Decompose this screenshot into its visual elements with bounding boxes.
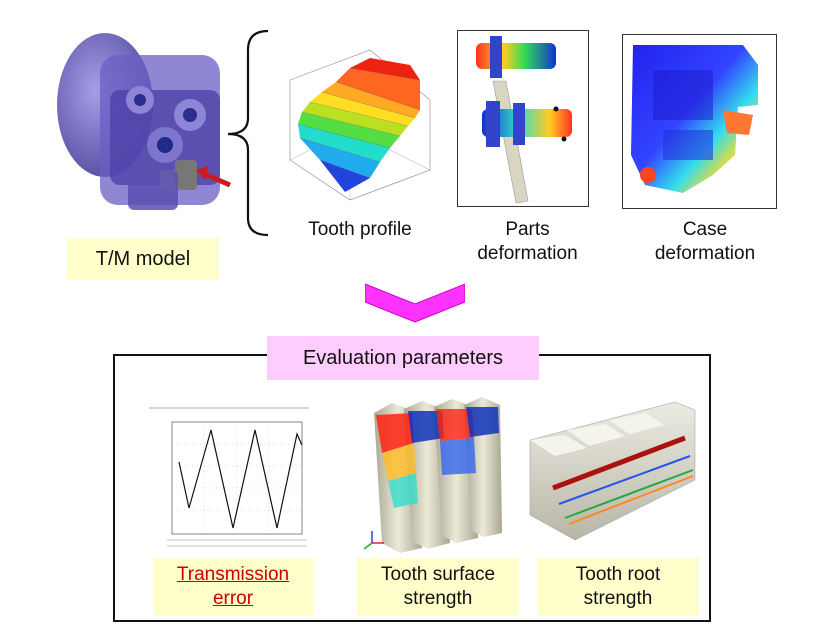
- chevron-down-icon: [365, 282, 465, 324]
- case-label-line1: Case: [682, 219, 728, 240]
- transmission-error-link-line1[interactable]: Transmission: [176, 564, 290, 585]
- tm-model-label: T/M model: [67, 238, 219, 280]
- case-deformation-image: [622, 34, 777, 209]
- tooth-profile-label: Tooth profile: [308, 219, 412, 240]
- tm-model-illustration: [40, 20, 245, 235]
- root-label-line1: Tooth root: [575, 564, 661, 585]
- tooth-root-strength-image: [525, 400, 700, 545]
- curly-brace-icon: [220, 28, 272, 238]
- surface-label-line2: strength: [403, 588, 473, 609]
- evaluation-title: Evaluation parameters: [267, 336, 539, 380]
- case-deformation-label: Case deformation: [630, 218, 780, 266]
- tooth-surface-strength-label: Tooth surface strength: [357, 558, 519, 616]
- parts-label-line2: deformation: [477, 243, 578, 264]
- transmission-error-label[interactable]: Transmission error: [153, 558, 313, 616]
- tooth-root-strength-label: Tooth root strength: [537, 558, 699, 616]
- red-arrow-icon: [196, 166, 231, 188]
- transmission-error-link-line2[interactable]: error: [212, 588, 254, 609]
- tooth-profile-plot: [270, 40, 442, 212]
- tooth-surface-strength-image: [352, 393, 504, 553]
- surface-label-line1: Tooth surface: [380, 564, 496, 585]
- root-label-line2: strength: [583, 588, 653, 609]
- parts-label-line1: Parts: [505, 219, 550, 240]
- parts-deformation-image: [457, 30, 589, 207]
- case-label-line2: deformation: [654, 243, 756, 264]
- transmission-error-plot: [137, 400, 319, 552]
- parts-deformation-label: Parts deformation: [455, 218, 600, 266]
